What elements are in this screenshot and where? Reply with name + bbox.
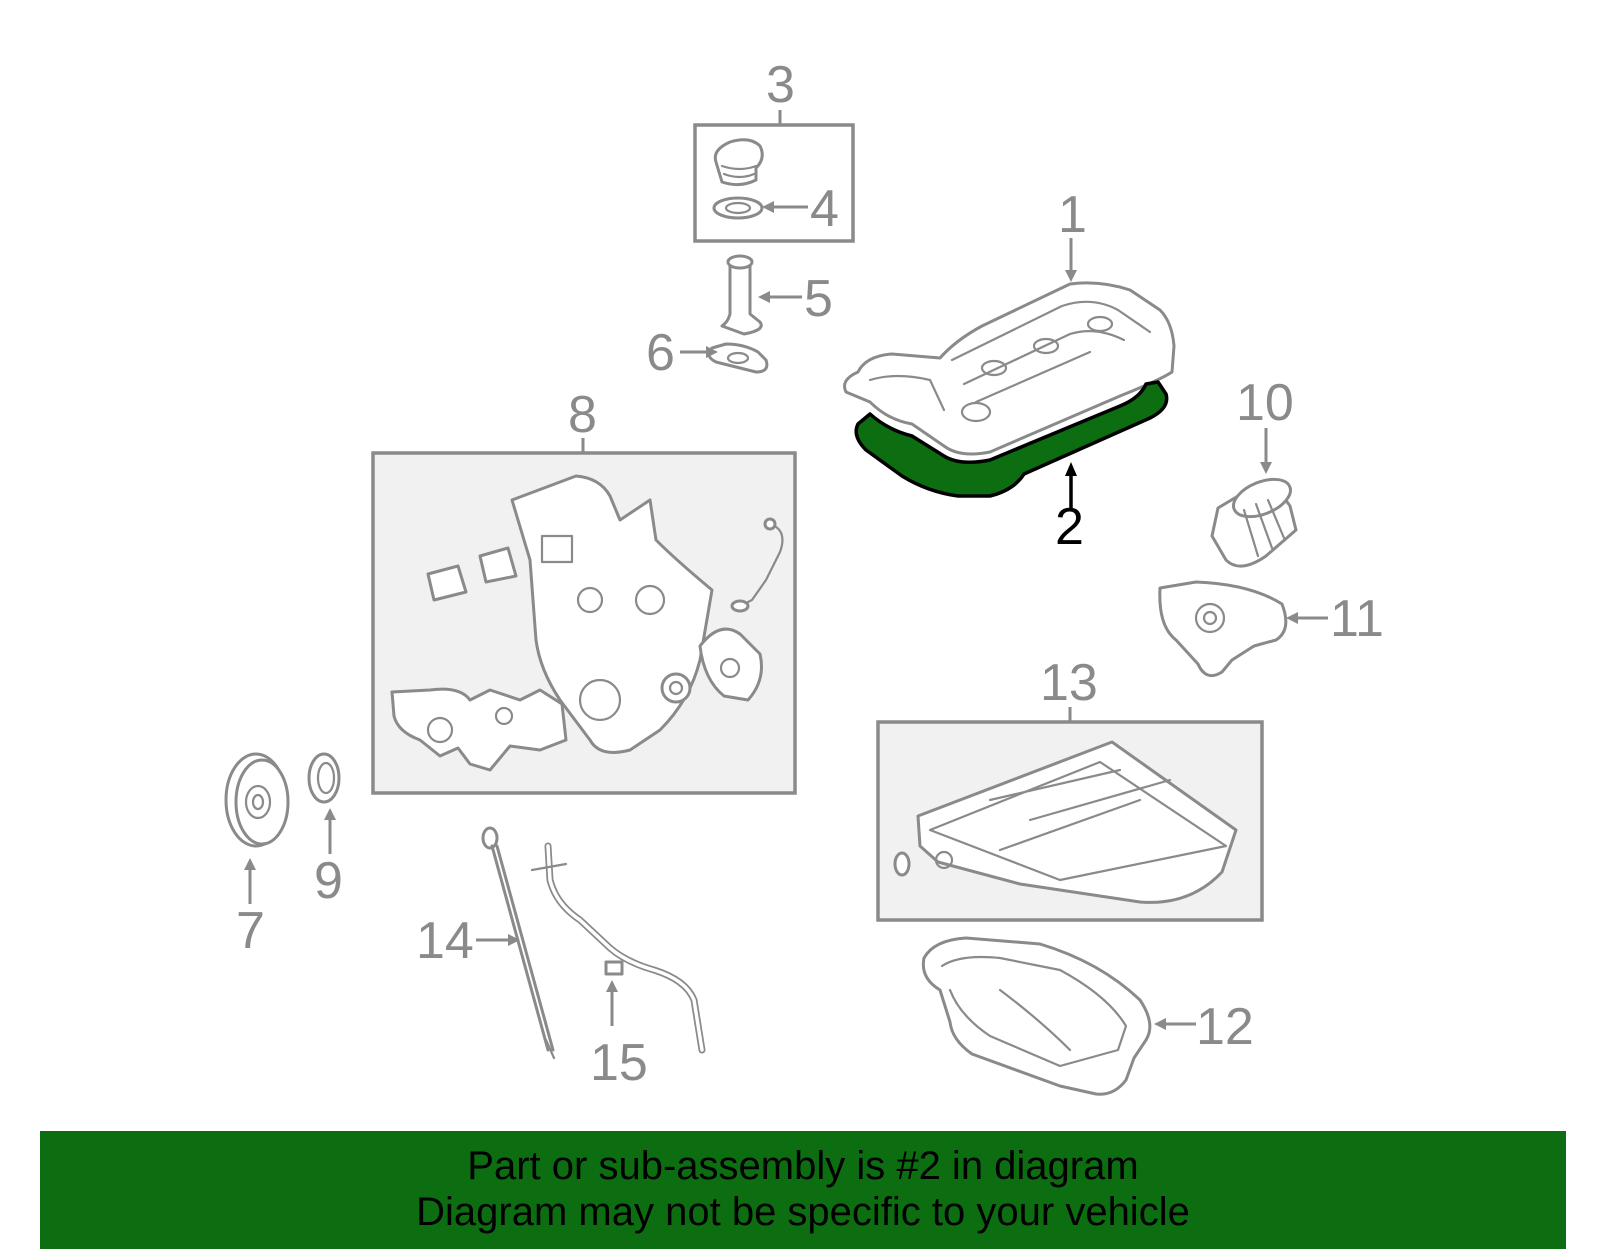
callout-9: 9 — [314, 852, 343, 910]
valve-cover-gasket-highlight[interactable] — [854, 380, 1169, 498]
callout-2: 2 — [1055, 498, 1084, 556]
callout-1: 1 — [1058, 186, 1087, 244]
crankshaft-pulley-icon[interactable] — [224, 752, 290, 848]
lower-oil-pan-icon[interactable] — [921, 936, 1152, 1096]
sprocket-icon — [660, 672, 692, 704]
banner-line-2: Diagram may not be specific to your vehi… — [416, 1190, 1190, 1234]
oil-dipstick-icon[interactable] — [481, 826, 556, 1060]
callout-5: 5 — [804, 270, 833, 328]
water-pump-icon — [390, 687, 568, 772]
cap-gasket-icon — [712, 196, 764, 220]
valve-cover-icon[interactable] — [843, 281, 1176, 456]
callout-3: 3 — [766, 56, 795, 114]
callout-15: 15 — [590, 1034, 648, 1092]
callout-6: 6 — [646, 324, 675, 382]
callout-13: 13 — [1040, 654, 1098, 712]
cover-gasket-pieces-icon — [426, 546, 518, 602]
callout-7: 7 — [236, 902, 265, 960]
crankshaft-seal-icon[interactable] — [307, 752, 341, 804]
callout-11: 11 — [1330, 590, 1384, 648]
oil-filter-icon[interactable] — [1210, 472, 1298, 568]
filler-pipe-gasket-icon — [707, 342, 769, 374]
callout-8: 8 — [568, 386, 597, 444]
oil-pan-seal-icon — [893, 851, 911, 877]
upper-oil-pan-icon — [916, 740, 1238, 904]
oil-filler-cap-icon — [713, 138, 764, 187]
callout-12: 12 — [1196, 998, 1254, 1056]
parts-diagram: 1 2 3 4 5 6 7 8 9 10 11 12 13 14 15 — [224, 56, 1384, 1096]
callout-4: 4 — [810, 180, 839, 238]
sensor-wire-icon — [730, 517, 784, 613]
info-banner: Part or sub-assembly is #2 in diagram Di… — [40, 1131, 1566, 1249]
oil-filler-pipe-icon — [720, 254, 763, 336]
callout-14: 14 — [416, 912, 474, 970]
banner-line-1: Part or sub-assembly is #2 in diagram — [467, 1144, 1139, 1188]
dipstick-tube-icon[interactable] — [530, 842, 706, 1054]
oil-pump-icon — [698, 627, 763, 702]
oil-filter-housing-icon[interactable] — [1158, 580, 1288, 678]
callout-10: 10 — [1236, 374, 1294, 432]
